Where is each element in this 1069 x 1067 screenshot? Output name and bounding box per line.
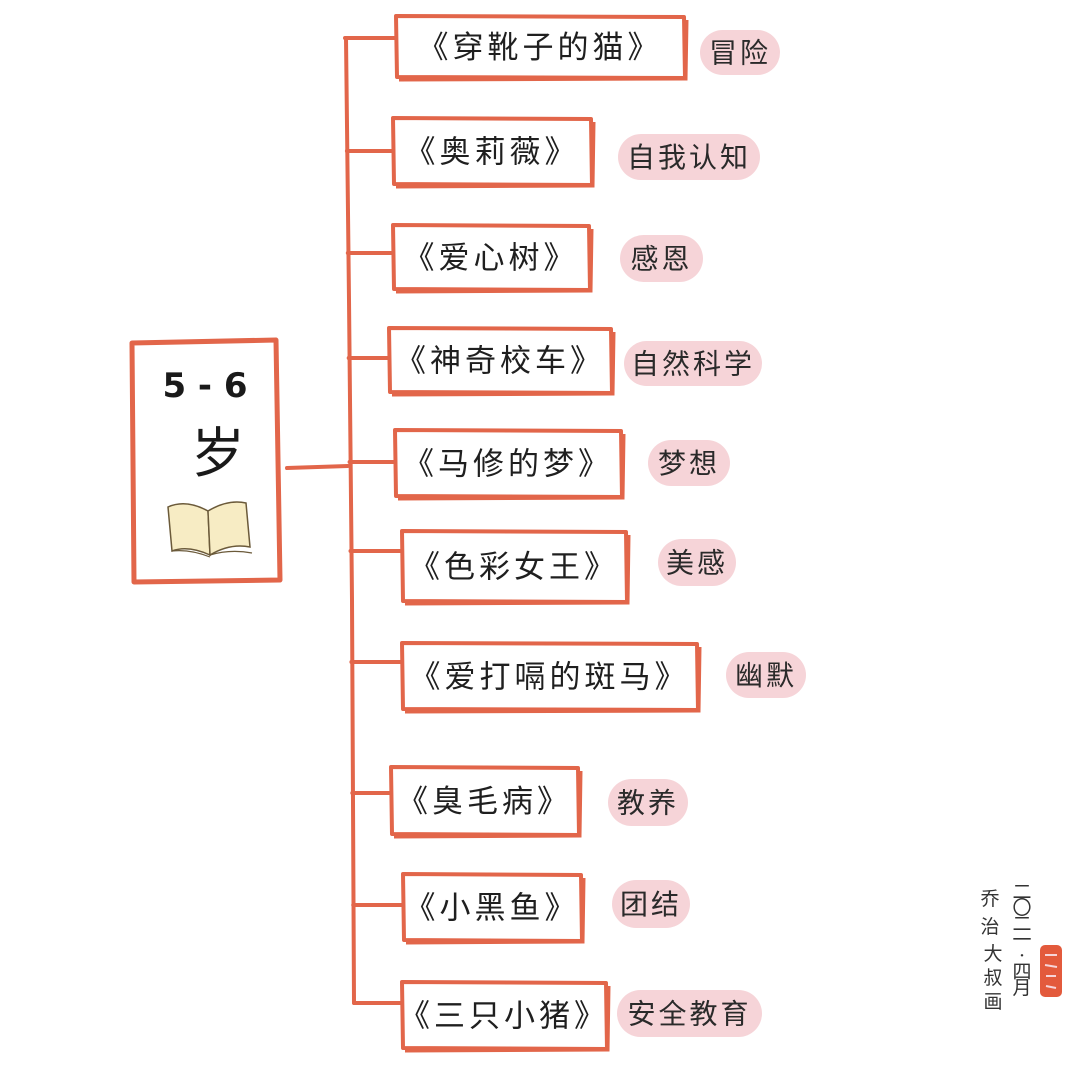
book-title: 《臭毛病》 <box>397 784 572 820</box>
theme-tag-bg <box>726 652 806 698</box>
signature-date-char: 月 <box>1012 977 1031 999</box>
book-title: 《爱打嗝的斑马》 <box>410 660 690 696</box>
book-box-shadow <box>393 770 583 839</box>
book-box-shadow <box>395 228 594 294</box>
book-title: 《三只小猪》 <box>399 999 609 1035</box>
signature-date-char: 〇 <box>1012 897 1031 919</box>
book-box-shadow <box>404 985 611 1053</box>
root-node: 5 - 6 岁 <box>129 337 283 585</box>
book-title: 《马修的梦》 <box>403 447 613 483</box>
signature-char: 治 <box>980 916 999 938</box>
theme-tag: 梦想 <box>658 447 720 480</box>
theme-tag: 自然科学 <box>631 348 755 381</box>
theme-tag: 美感 <box>666 547 728 580</box>
age-unit: 岁 <box>191 422 245 485</box>
age-range: 5 - 6 <box>162 366 247 406</box>
book-box-shadow <box>404 534 631 606</box>
signature-char: 画 <box>983 991 1002 1013</box>
book-title: 《爱心树》 <box>404 241 579 277</box>
theme-tag-bg <box>618 134 760 180</box>
seal-stamp <box>1040 945 1062 997</box>
open-book-icon <box>167 501 253 558</box>
theme-tag-bg <box>612 880 690 928</box>
theme-tag: 团结 <box>620 888 682 921</box>
book-box-shadow <box>397 433 626 501</box>
book-title: 《奥莉薇》 <box>405 135 580 171</box>
theme-tag-bg <box>700 30 780 75</box>
theme-tag-bg <box>648 440 730 486</box>
theme-tag: 自我认知 <box>627 141 751 174</box>
root-box <box>129 337 283 585</box>
connector-trunk <box>285 36 398 1005</box>
book-box-shadow <box>405 877 586 945</box>
signature-date-char: 四 <box>1012 961 1031 983</box>
signature-date-char: 二 <box>1012 881 1031 903</box>
signature-date-char: 二 <box>1012 913 1031 935</box>
branch-group: 《穿靴子的猫》 冒险《奥莉薇》 自我认知《爱心树》 感恩《神奇校车》自然科学《马修的梦… <box>344 14 806 1053</box>
theme-tag: 教养 <box>617 787 679 820</box>
book-box-shadow <box>404 646 702 714</box>
theme-tag-bg <box>624 341 762 386</box>
signature-date-char: 一 <box>1012 929 1031 951</box>
book-title: 《色彩女王》 <box>409 550 619 586</box>
theme-tag-bg <box>617 990 762 1037</box>
signature-char: 乔 <box>980 888 999 910</box>
theme-tag-bg <box>658 539 736 586</box>
book-title: 《神奇校车》 <box>395 344 605 380</box>
book-box-shadow <box>398 19 689 82</box>
signature-char: 叔 <box>983 967 1002 989</box>
book-box-shadow <box>395 121 596 189</box>
theme-tag: 幽默 <box>735 659 797 692</box>
signature-char: 大 <box>983 943 1002 965</box>
theme-tag: 感恩 <box>630 243 692 276</box>
theme-tag-bg <box>608 779 688 826</box>
book-title: 《小黑鱼》 <box>405 891 580 927</box>
signature-date-char: · <box>1019 945 1025 967</box>
theme-tag-bg <box>620 235 703 282</box>
theme-tag: 冒险 <box>709 37 771 70</box>
book-box-shadow <box>391 331 616 397</box>
theme-tag: 安全教育 <box>627 998 751 1031</box>
book-title: 《穿靴子的猫》 <box>418 30 663 66</box>
